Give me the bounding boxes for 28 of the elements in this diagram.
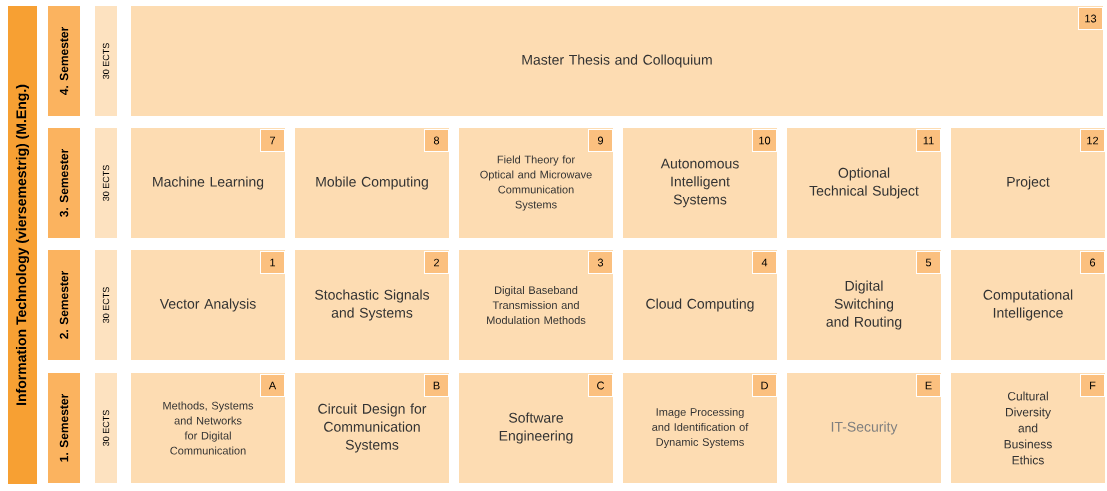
semester-band: 2. Semester [48,250,80,360]
number-badge: 2 [424,251,449,274]
semester-band: 3. Semester [48,128,80,238]
number-badge: E [916,374,941,397]
semester-band: 1. Semester [48,373,80,483]
number-badge: 9 [588,129,613,152]
number-badge: B [424,374,449,397]
number-badge: 5 [916,251,941,274]
number-badge: 10 [752,129,777,152]
number-badge: 4 [752,251,777,274]
credits-band: 30 ECTS [95,6,117,116]
credits-band: 30 ECTS [95,128,117,238]
number-badge: F [1080,374,1105,397]
number-badge: C [588,374,613,397]
number-badge: A [260,374,285,397]
credits-band: 30 ECTS [95,250,117,360]
credits-band: 30 ECTS [95,373,117,483]
number-badge: 11 [916,129,941,152]
semester-band: 4. Semester [48,6,80,116]
number-badge: 12 [1080,129,1105,152]
number-badge: 13 [1078,7,1103,30]
program-band: Information Technology (viersemestrig) (M.Eng.) [8,6,37,484]
number-badge: 1 [260,251,285,274]
number-badge: 7 [260,129,285,152]
number-badge: D [752,374,777,397]
number-badge: 6 [1080,251,1105,274]
number-badge: 3 [588,251,613,274]
number-badge: 8 [424,129,449,152]
